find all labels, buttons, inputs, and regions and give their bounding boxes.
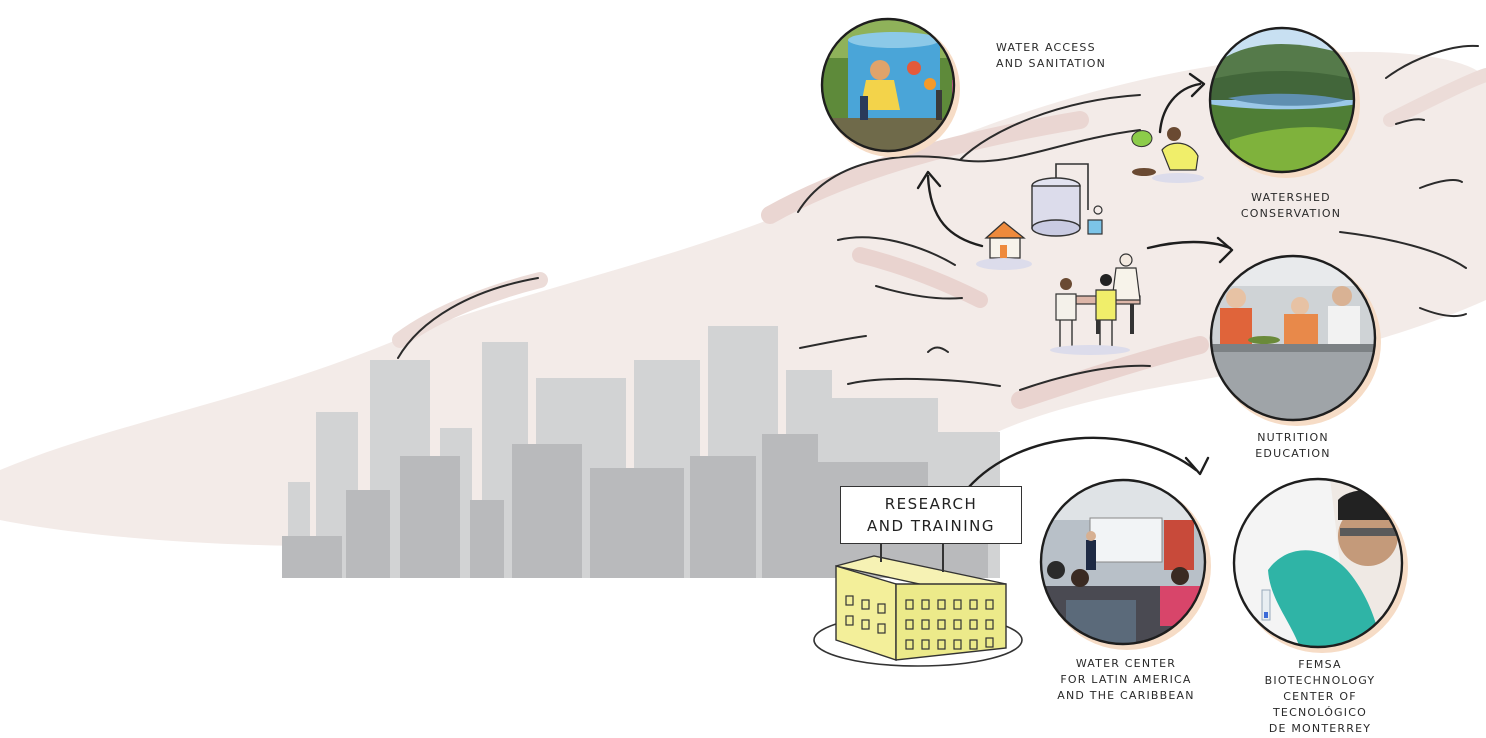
label-femsa-line5: DE MONTERREY	[1268, 722, 1372, 735]
photo-watershed	[1208, 26, 1360, 178]
label-nutrition: NUTRITION EDUCATION	[1238, 430, 1348, 462]
research-building	[813, 540, 1023, 667]
label-watershed-line2: CONSERVATION	[1240, 207, 1342, 220]
arrows	[916, 72, 1234, 490]
label-water-center: WATER CENTER FOR LATIN AMERICA AND THE C…	[1040, 656, 1212, 704]
label-water-access-line2: AND SANITATION	[996, 57, 1107, 70]
label-nutrition-line2: EDUCATION	[1255, 447, 1331, 460]
label-femsa: FEMSA BIOTECHNOLOGY CENTER OF TECNOLÓGIC…	[1250, 657, 1390, 737]
photo-water-access	[820, 17, 960, 157]
sign-line1: RESEARCH	[884, 495, 978, 513]
arrow-to-water-access	[926, 174, 984, 248]
flow-strokes	[397, 44, 1479, 391]
photo-biotech	[1232, 477, 1408, 653]
label-water-access: WATER ACCESS AND SANITATION	[996, 40, 1106, 72]
photo-water-center	[1039, 478, 1211, 650]
label-femsa-line4: TECNOLÓGICO	[1273, 706, 1367, 719]
arrow-to-watershed	[1158, 82, 1202, 134]
label-nutrition-line1: NUTRITION	[1257, 431, 1329, 444]
label-femsa-line2: BIOTECHNOLOGY	[1264, 674, 1376, 687]
photo-nutrition	[1209, 254, 1381, 426]
label-watershed-line1: WATERSHED	[1251, 191, 1331, 204]
label-femsa-line3: CENTER OF	[1283, 690, 1357, 703]
label-femsa-line1: FEMSA	[1298, 658, 1342, 671]
arrow-to-research	[966, 436, 1198, 490]
label-watershed: WATERSHED CONSERVATION	[1226, 190, 1356, 222]
label-water-center-line3: AND THE CARIBBEAN	[1057, 689, 1195, 702]
sign-line2: AND TRAINING	[867, 517, 995, 535]
label-water-center-line1: WATER CENTER	[1075, 657, 1177, 670]
label-water-access-line1: WATER ACCESS	[996, 41, 1096, 54]
label-water-center-line2: FOR LATIN AMERICA	[1060, 673, 1192, 686]
community-sketch	[976, 127, 1204, 355]
arrow-to-nutrition	[1146, 240, 1232, 250]
research-training-sign: RESEARCH AND TRAINING	[840, 486, 1022, 544]
